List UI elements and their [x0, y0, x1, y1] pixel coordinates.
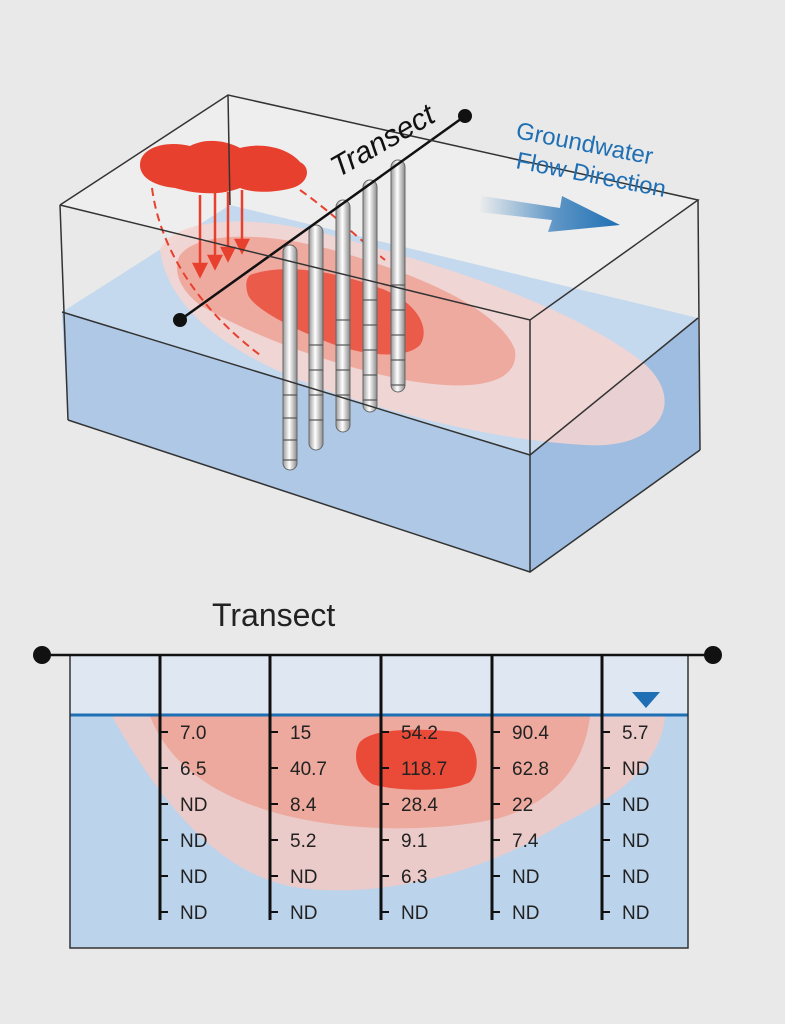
sample-value: ND	[180, 867, 207, 888]
section-well-2: 15 40.7 8.4 5.2ND ND	[268, 655, 327, 924]
sample-value: 6.3	[401, 867, 427, 888]
sample-value: ND	[401, 903, 428, 924]
sample-value: ND	[512, 867, 539, 888]
sample-value: 8.4	[290, 795, 317, 816]
circle-dot-icon	[704, 646, 722, 664]
sample-value: 15	[290, 723, 311, 744]
sample-value: 28.4	[401, 795, 438, 816]
sample-value: ND	[622, 867, 649, 888]
infiltration-arrows	[191, 190, 251, 279]
well-1	[282, 244, 298, 471]
contaminant-source	[140, 140, 307, 194]
sample-value: ND	[622, 831, 649, 852]
section-well-1: 7.0 6.5ND ND ND ND	[158, 655, 207, 924]
circle-dot-icon	[173, 313, 187, 327]
sample-value: 90.4	[512, 723, 549, 744]
arrow-right-icon	[478, 196, 620, 232]
sample-value: ND	[512, 903, 539, 924]
sample-value: ND	[290, 867, 317, 888]
circle-dot-icon	[33, 646, 51, 664]
sample-value: 54.2	[401, 723, 438, 744]
block-diagram: Transect Groundwater Flow Direction	[59, 94, 701, 573]
sample-value: 7.0	[180, 723, 206, 744]
sample-value: 40.7	[290, 759, 327, 780]
down-triangle-icon	[632, 692, 660, 708]
sample-value: 5.2	[290, 831, 316, 852]
monitoring-wells	[282, 159, 406, 471]
sample-value: 9.1	[401, 831, 427, 852]
sample-value: ND	[180, 795, 207, 816]
transect-title: Transect	[212, 597, 335, 633]
sample-value: 7.4	[512, 831, 539, 852]
sample-value: 62.8	[512, 759, 549, 780]
section-vadose-zone	[70, 655, 688, 715]
sample-value: 5.7	[622, 723, 648, 744]
well-4	[362, 179, 378, 413]
well-5	[390, 159, 406, 393]
section-wells: 7.06.5NDNDNDND1540.78.45.2NDND54.2118.72…	[158, 655, 649, 924]
sample-value: 22	[512, 795, 533, 816]
circle-dot-icon	[458, 109, 472, 123]
sample-value: ND	[290, 903, 317, 924]
section-well-3: 54.2 118.7 28.4 9.1 6.3ND	[379, 655, 447, 924]
well-3	[335, 199, 351, 433]
sample-value: ND	[622, 795, 649, 816]
block-outline	[59, 94, 701, 573]
transect-section: Transect 7.06.5NDNDNDND1540.78.45.2NDND5…	[33, 597, 722, 949]
transect-line-3d	[179, 114, 466, 322]
sample-value: 6.5	[180, 759, 206, 780]
section-plume-core	[356, 729, 477, 790]
sample-value: 118.7	[401, 759, 447, 780]
section-well-5: 5.7ND ND ND ND ND	[600, 655, 649, 924]
sample-value: ND	[622, 759, 649, 780]
sample-value: ND	[180, 903, 207, 924]
section-well-4: 90.4 62.8 22 7.4ND ND	[490, 655, 549, 924]
sample-value: ND	[180, 831, 207, 852]
sample-value: ND	[622, 903, 649, 924]
well-2	[308, 224, 324, 451]
